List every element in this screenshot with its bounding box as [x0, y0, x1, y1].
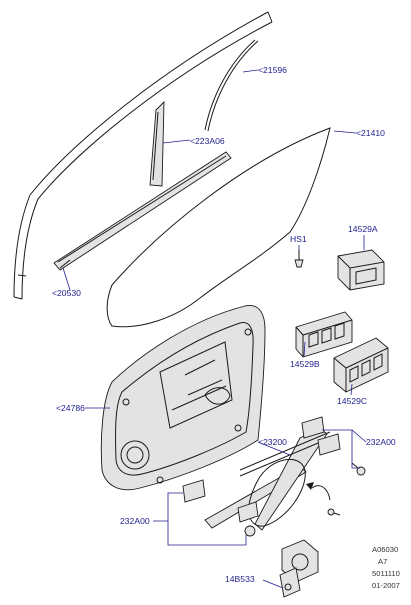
belt-moulding [53, 151, 232, 271]
callout-hs1: HS1 [290, 234, 307, 244]
switch-14529b [295, 311, 353, 358]
switch-14529c [333, 337, 389, 393]
callout-223a06: <223A06 [190, 136, 225, 146]
drawing-reference-block: A06030 A7 5011110 01-2007 [372, 545, 400, 590]
window-motor [279, 539, 319, 598]
callout-23200: <23200 [258, 437, 287, 447]
glass-run-channel [13, 11, 273, 300]
door-module-panel [100, 304, 266, 491]
callout-21596: <21596 [258, 65, 287, 75]
reference-number: 5011110 [372, 569, 400, 578]
callout-14529b: 14529B [290, 359, 320, 369]
reference-variant: A7 [378, 557, 387, 566]
glass-channel-rear-strip [204, 39, 259, 132]
screw-hs1 [294, 250, 304, 268]
assembly-direction-arrow [306, 482, 331, 501]
callout-232a00-right: 232A00 [366, 437, 396, 447]
callout-leaders [62, 69, 367, 589]
callout-14529a: 14529A [348, 224, 378, 234]
callout-20530: <20530 [52, 288, 81, 298]
reference-date: 01-2007 [372, 581, 400, 590]
callout-232a00-left: 232A00 [120, 516, 150, 526]
callout-24786: <24786 [56, 403, 85, 413]
callout-14529c: 14529C [337, 396, 367, 406]
switch-14529a [337, 249, 385, 291]
callout-14b533: 14B533 [225, 574, 255, 584]
regulator-bolts [327, 462, 366, 516]
window-regulator [182, 416, 341, 537]
door-window-glass [106, 127, 331, 328]
callout-21410: <21410 [356, 128, 385, 138]
reference-code: A06030 [372, 545, 398, 554]
division-bar [149, 100, 165, 187]
